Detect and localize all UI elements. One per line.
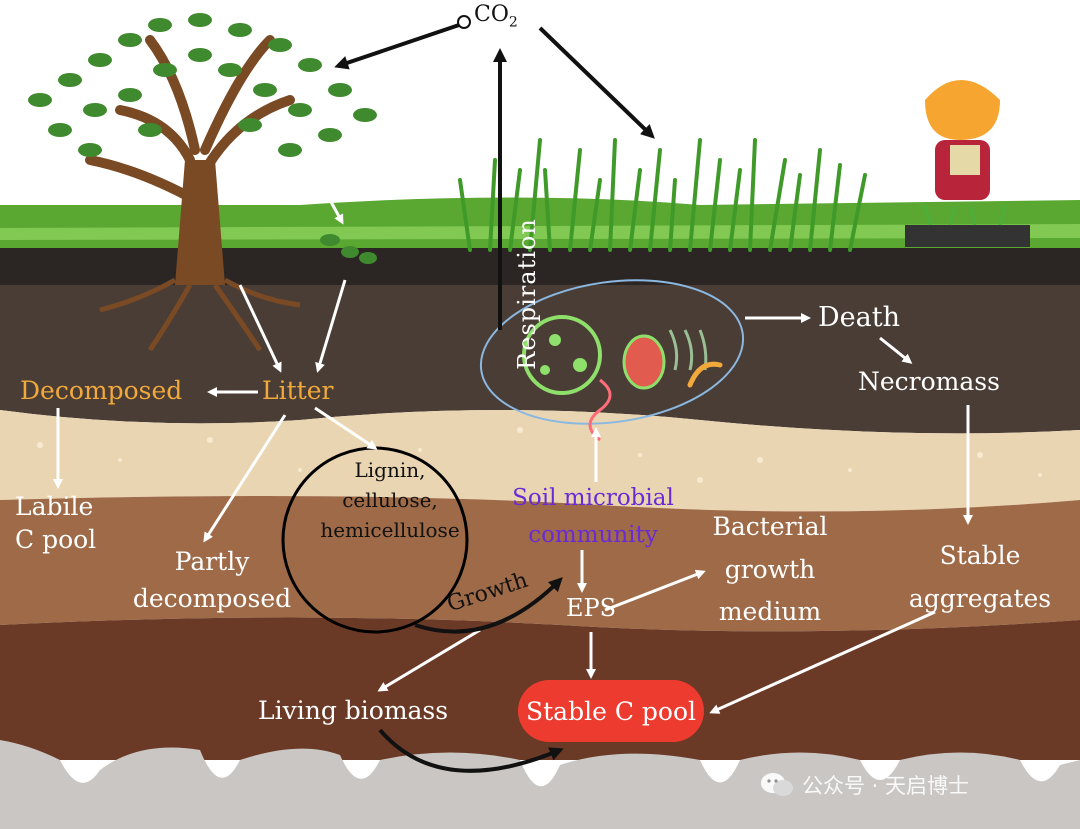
respiration-label: Respiration bbox=[512, 218, 541, 370]
stable-c-pool: Stable C pool bbox=[518, 680, 704, 742]
grass-illustration bbox=[458, 138, 867, 252]
farmer-illustration bbox=[905, 80, 1030, 247]
eps-label: EPS bbox=[566, 594, 617, 622]
arrow-root-to-litter bbox=[238, 284, 282, 373]
stable-agg-line2: aggregates bbox=[908, 583, 1052, 613]
watermark: 公众号 · 天启博士 bbox=[760, 770, 969, 800]
wechat-icon bbox=[761, 773, 793, 796]
soil-micro-line1: Soil microbial bbox=[512, 485, 674, 511]
stable-agg-line1: Stable bbox=[939, 541, 1021, 570]
lignin-line3: hemicellulose bbox=[320, 518, 460, 542]
lignin-label: Lignin, cellulose, hemicellulose bbox=[305, 455, 475, 545]
labile-line1: Labile bbox=[15, 492, 94, 521]
bedrock-layer bbox=[0, 740, 1080, 829]
microbe-cell-illustration bbox=[479, 279, 745, 442]
labile-line2: C pool bbox=[15, 524, 97, 554]
tree-illustration bbox=[28, 13, 377, 352]
watermark-text: 公众号 · 天启博士 bbox=[802, 774, 970, 798]
death-label: Death bbox=[818, 302, 900, 333]
sand-layer bbox=[0, 410, 1080, 512]
falling-leaves-illustration bbox=[320, 234, 377, 264]
necromass-label: Necromass bbox=[858, 367, 1000, 396]
decomposed-label: Decomposed bbox=[20, 376, 183, 405]
white-arrows bbox=[53, 199, 973, 714]
arrow-death-to-necromass bbox=[879, 336, 913, 364]
co2-label: CO2 bbox=[474, 2, 518, 31]
bacterial-line3: medium bbox=[718, 597, 822, 626]
co2-node bbox=[457, 15, 471, 29]
clay-layer bbox=[0, 496, 1080, 632]
arrow-growth-curve bbox=[414, 577, 563, 634]
arrow-eps-to-biomass bbox=[377, 628, 481, 692]
stable-c-pool-text: Stable C pool bbox=[526, 696, 696, 726]
soil-micro-line2: community bbox=[528, 521, 658, 548]
arrow-biomass-to-stable bbox=[378, 728, 564, 773]
bacterial-growth-medium-label: Bacterial growth medium bbox=[695, 506, 845, 634]
living-biomass-label: Living biomass bbox=[258, 696, 449, 725]
arrow-co2-to-grass bbox=[538, 26, 655, 139]
bacterial-line2: growth bbox=[724, 554, 816, 584]
arrow-leaves-down bbox=[328, 199, 344, 225]
bacterial-line1: Bacterial bbox=[712, 512, 828, 541]
partly-line1: Partly bbox=[174, 547, 250, 576]
arrow-eps-to-bacterial bbox=[604, 569, 706, 612]
soil-microbial-community-label: Soil microbial community bbox=[488, 480, 698, 554]
stable-aggregates-label: Stable aggregates bbox=[895, 535, 1065, 620]
sand-texture bbox=[37, 427, 1042, 483]
arrow-litter-to-partly bbox=[203, 414, 287, 543]
partly-decomposed-label: Partly decomposed bbox=[122, 547, 302, 614]
lignin-line2: cellulose, bbox=[342, 488, 438, 512]
lignin-line1: Lignin, bbox=[354, 458, 426, 482]
black-arrows bbox=[334, 22, 655, 773]
arrow-litter-to-lignin bbox=[314, 406, 378, 450]
arrow-co2-to-tree bbox=[334, 22, 463, 70]
labile-c-pool-label: Labile C pool bbox=[15, 492, 97, 555]
partly-line2: decomposed bbox=[132, 583, 292, 613]
arrow-leaf-to-litter bbox=[315, 279, 347, 373]
arrow-aggregates-to-stable bbox=[709, 610, 936, 714]
litter-label: Litter bbox=[262, 376, 334, 405]
